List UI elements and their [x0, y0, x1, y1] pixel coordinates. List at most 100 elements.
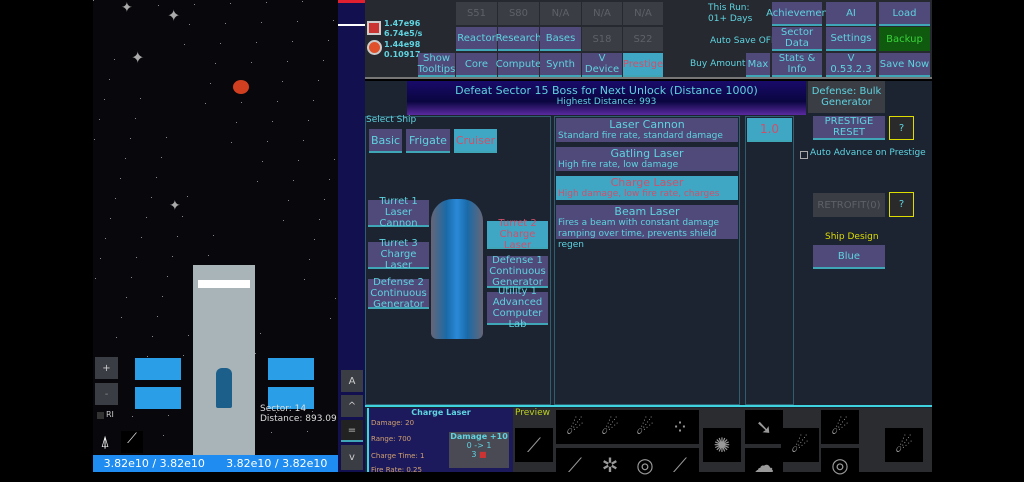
side-button-up[interactable]: ^: [341, 395, 363, 417]
scatter-icon[interactable]: ✲: [591, 448, 629, 482]
ai-button[interactable]: AI: [826, 2, 876, 26]
charge-laser-icon[interactable]: ⟋: [515, 428, 553, 462]
ship-frigate-button[interactable]: Frigate: [406, 129, 450, 153]
star: [130, 138, 131, 139]
solar-panel: [135, 387, 181, 409]
banner-title: Defeat Sector 15 Boss for Next Unlock (D…: [455, 84, 758, 97]
side-button-equal[interactable]: =: [341, 420, 363, 442]
resource1-rate: 6.74e5/s: [384, 29, 423, 38]
tab-na-1[interactable]: N/A: [540, 2, 581, 25]
show-tooltips-button[interactable]: Show Tooltips: [417, 53, 456, 77]
ship-cruiser-button[interactable]: Cruiser: [454, 129, 497, 153]
splash-icon[interactable]: ✺: [703, 428, 741, 462]
side-button-down[interactable]: v: [341, 445, 363, 470]
retrofit-button[interactable]: RETROFIT(0): [813, 193, 885, 217]
target-icon[interactable]: ◎: [626, 448, 664, 482]
save-now-button[interactable]: Save Now: [879, 53, 930, 77]
auto-advance-checkbox[interactable]: [800, 151, 808, 159]
tab-s51[interactable]: S51: [456, 2, 497, 25]
version-button[interactable]: V 0.53.2.3: [826, 53, 876, 77]
info-range: Range: 700: [371, 435, 412, 443]
star: [318, 80, 319, 81]
ship-basic-button[interactable]: Basic: [369, 129, 402, 153]
star: [314, 239, 315, 240]
tab-s22[interactable]: S22: [623, 27, 663, 51]
star: [151, 197, 152, 198]
fire-rate-icon[interactable]: ☄: [821, 410, 859, 444]
star: [220, 43, 221, 44]
tab-reactor[interactable]: Reactor: [456, 27, 497, 51]
zoom-out-button[interactable]: -: [95, 383, 118, 405]
defense-bulk-generator-button[interactable]: Defense: Bulk Generator: [808, 81, 885, 113]
this-run-label: This Run:: [708, 3, 750, 13]
tab-prestige[interactable]: Prestige: [623, 53, 663, 77]
fire-rate-icon[interactable]: ☄: [781, 428, 819, 462]
star: [277, 101, 278, 102]
tab-s80[interactable]: S80: [498, 2, 539, 25]
fire-rate-icon[interactable]: ☄: [556, 410, 594, 444]
nuke-icon[interactable]: ☁: [745, 448, 783, 482]
settings-button[interactable]: Settings: [826, 27, 876, 51]
prestige-reset-button[interactable]: PRESTIGE RESET: [813, 116, 885, 140]
laser-weapon-icon[interactable]: ⟋: [121, 431, 143, 453]
fire-rate-icon[interactable]: ☄: [885, 428, 923, 462]
stats-info-button[interactable]: Stats & Info: [772, 53, 822, 77]
tab-na-2[interactable]: N/A: [582, 2, 622, 25]
prestige-help-button[interactable]: ?: [889, 116, 914, 140]
star: [158, 5, 159, 6]
star: [330, 318, 331, 319]
achievements-button[interactable]: Achievemen: [766, 2, 828, 26]
tab-v-device[interactable]: V Device: [582, 53, 622, 77]
fire-rate-icon[interactable]: ☄: [626, 410, 664, 444]
multiplier-button[interactable]: 1.0: [747, 118, 792, 142]
explosion: [233, 80, 249, 94]
shield-value: 3.82e10 / 3.82e10: [226, 457, 328, 470]
star: [313, 100, 314, 101]
backup-button[interactable]: Backup: [879, 27, 930, 51]
ship-design-button[interactable]: Blue: [813, 245, 885, 269]
retrofit-help-button[interactable]: ?: [889, 192, 914, 217]
star: [126, 297, 127, 298]
laser-boost-icon[interactable]: ⟋: [661, 448, 699, 482]
star: [225, 23, 226, 24]
multi-shot-icon[interactable]: ⁘: [661, 410, 699, 444]
sector-label: Sector: 14: [260, 404, 307, 414]
auto-save-status[interactable]: Auto Save OFF: [710, 36, 777, 46]
tab-na-3[interactable]: N/A: [623, 2, 663, 25]
tab-synth[interactable]: Synth: [540, 53, 581, 77]
star: [282, 81, 283, 82]
distance-label: Distance: 893.09: [260, 414, 337, 424]
target-icon[interactable]: ◎: [821, 448, 859, 482]
tab-compute[interactable]: Compute: [496, 53, 541, 77]
damage-upgrade-button[interactable]: Damage +10 0 -> 1 3 ■: [449, 432, 509, 468]
star: [267, 141, 268, 142]
resource1-icon: [367, 21, 381, 35]
load-button[interactable]: Load: [879, 2, 930, 26]
tab-core[interactable]: Core: [456, 53, 497, 77]
star: [147, 356, 148, 357]
ri-checkbox[interactable]: [97, 412, 104, 419]
sector-data-button[interactable]: Sector Data: [772, 27, 822, 51]
piercing-icon[interactable]: ➘: [745, 410, 783, 444]
tab-s18[interactable]: S18: [582, 27, 622, 51]
tab-bases[interactable]: Bases: [540, 27, 581, 51]
fire-rate-icon[interactable]: ☄: [591, 410, 629, 444]
tab-research[interactable]: Research: [496, 27, 541, 51]
resource2-value: 1.44e98: [384, 40, 421, 49]
buy-max-button[interactable]: Max: [746, 53, 770, 77]
ship-ability-icon[interactable]: ⍋: [100, 432, 110, 451]
laser-upgrade-icon[interactable]: ⟋: [556, 448, 594, 482]
game-viewport[interactable]: ✦ ✦ ✦ ✦ Sector: 14 Distance: 893.09 + - …: [93, 0, 338, 472]
side-button-a[interactable]: A: [341, 370, 363, 392]
zoom-in-button[interactable]: +: [95, 357, 118, 379]
